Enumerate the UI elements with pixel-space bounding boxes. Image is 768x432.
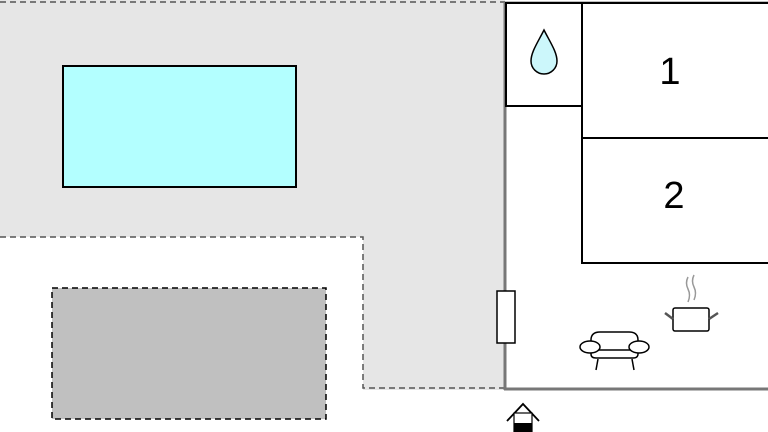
water-drop-icon — [530, 28, 558, 75]
cooking-pot-icon — [664, 274, 719, 332]
entrance-icon — [506, 402, 540, 432]
parking-area — [51, 287, 327, 420]
bedroom-1 — [581, 2, 768, 139]
bedroom-2 — [581, 137, 768, 264]
window-icon — [496, 290, 516, 344]
sofa-icon — [579, 331, 650, 371]
room-label-1: 1 — [659, 51, 680, 93]
pool — [62, 65, 297, 188]
garden-boundary-lower — [0, 236, 505, 389]
room-label-2: 2 — [663, 175, 684, 217]
